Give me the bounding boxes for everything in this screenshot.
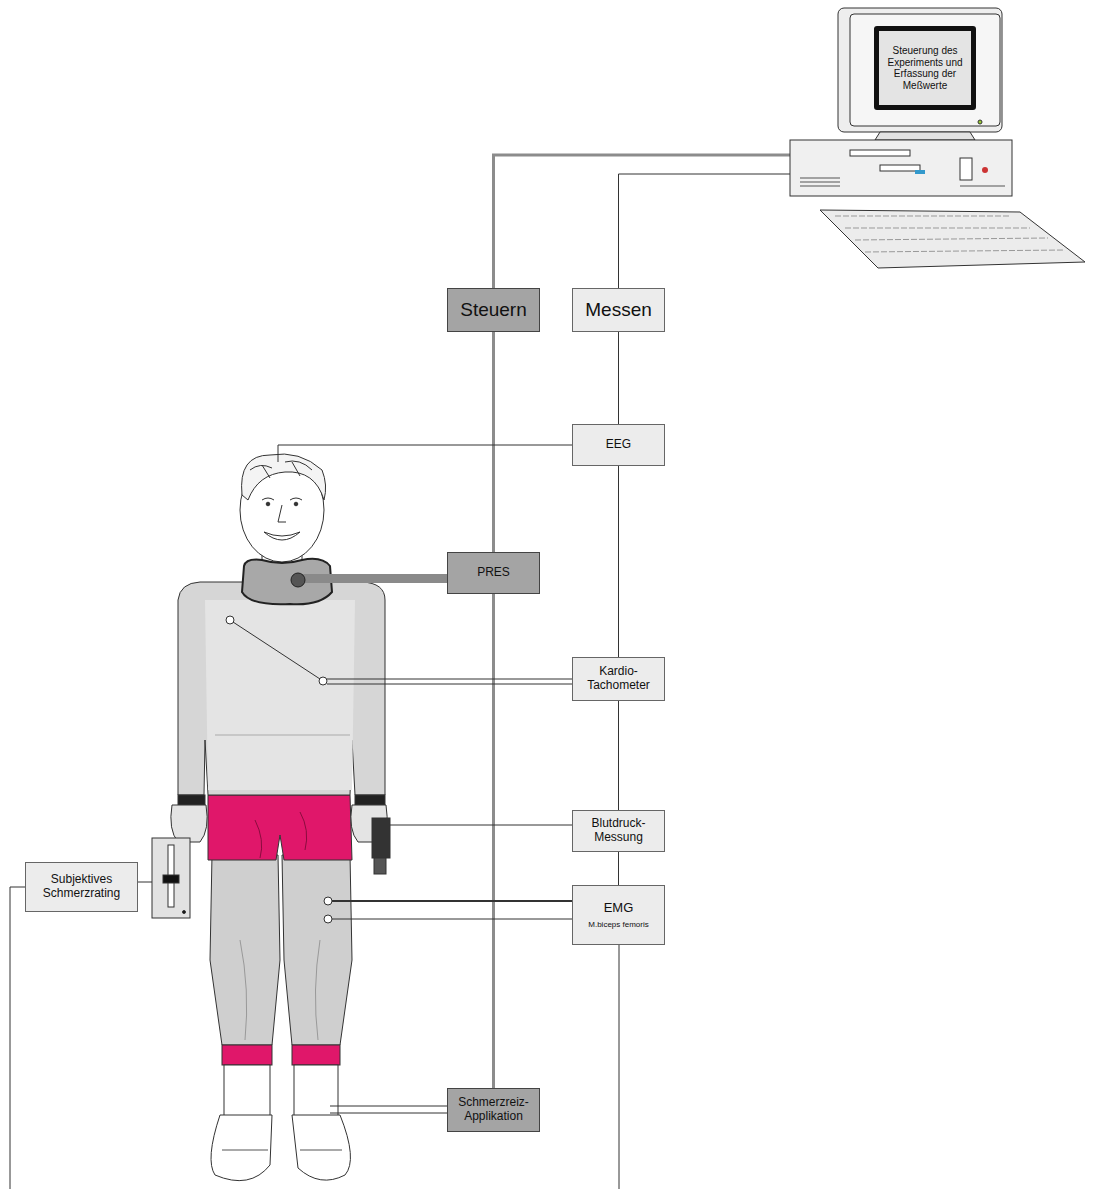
control-box: Steuern (447, 288, 540, 332)
measure-line (618, 332, 619, 424)
measure-line (619, 945, 620, 1189)
node-label: EEG (606, 438, 631, 452)
node-sublabel: M.biceps femoris (588, 920, 648, 929)
node-label: Schmerzreiz- Applikation (452, 1096, 535, 1124)
node-label: Blutdruck- Messung (577, 817, 660, 845)
node-label: EMG (604, 901, 634, 916)
measure-line (618, 852, 619, 885)
pres-box: PRES (447, 552, 540, 594)
measure-line (618, 701, 619, 810)
node-label: Subjektives Schmerzrating (30, 873, 133, 901)
node-label: Steuerung des Experiments und Erfassung … (883, 45, 967, 91)
monitor-screen: Steuerung des Experiments und Erfassung … (874, 26, 976, 110)
measure-line (618, 466, 619, 657)
node-label: Steuern (460, 299, 527, 321)
node-label: Messen (585, 299, 652, 321)
stimulus-box: Schmerzreiz- Applikation (447, 1088, 540, 1132)
blood-pressure-box: Blutdruck- Messung (572, 810, 665, 852)
measure-box: Messen (572, 288, 665, 332)
person (152, 445, 572, 1181)
rating-line (10, 887, 25, 1189)
emg-box: EMG M.biceps femoris (572, 885, 665, 945)
node-label: Kardio- Tachometer (577, 665, 660, 693)
eeg-box: EEG (572, 424, 665, 466)
cardio-box: Kardio- Tachometer (572, 657, 665, 701)
node-label: PRES (477, 566, 510, 580)
control-line (492, 332, 495, 552)
control-line (494, 110, 905, 288)
computer (790, 8, 1085, 268)
control-line (492, 594, 495, 1088)
rating-box: Subjektives Schmerzrating (25, 862, 138, 912)
